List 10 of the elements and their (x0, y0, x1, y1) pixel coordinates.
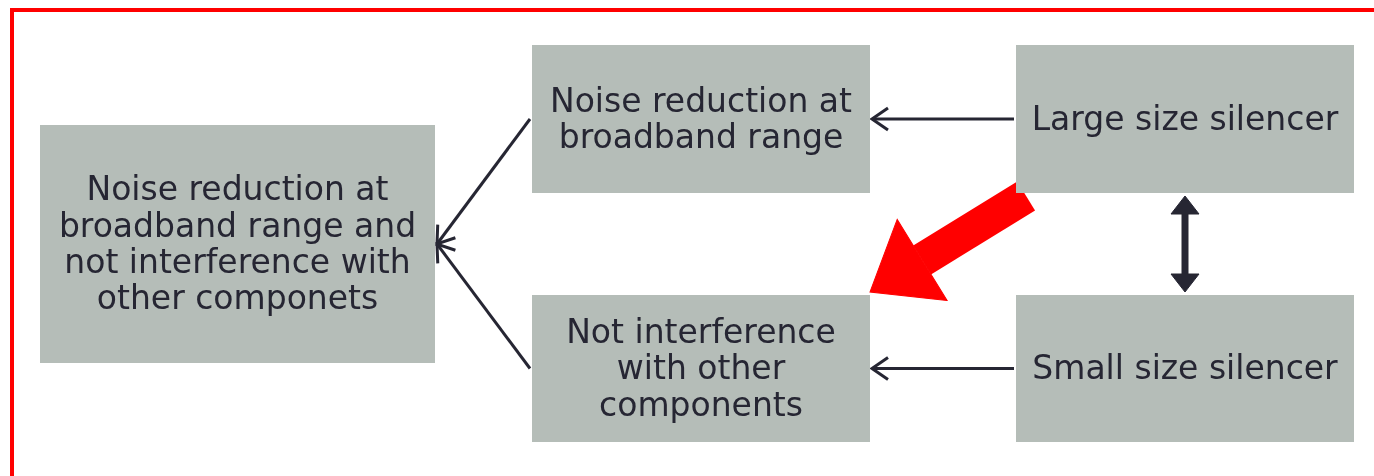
box-text: Not interference with other components (565, 314, 837, 423)
box-text: Small size silencer (1032, 350, 1338, 387)
box-text: Noise reduction at broadband range and not interference with other componets (57, 171, 418, 317)
process-box (1016, 295, 1354, 442)
box-text: Large size silencer (1031, 100, 1339, 138)
process-box (40, 125, 435, 363)
box-text: Noise reduction at broadband range (548, 82, 853, 156)
process-box (1016, 45, 1354, 193)
process-box (532, 295, 870, 442)
process-box (532, 45, 870, 193)
